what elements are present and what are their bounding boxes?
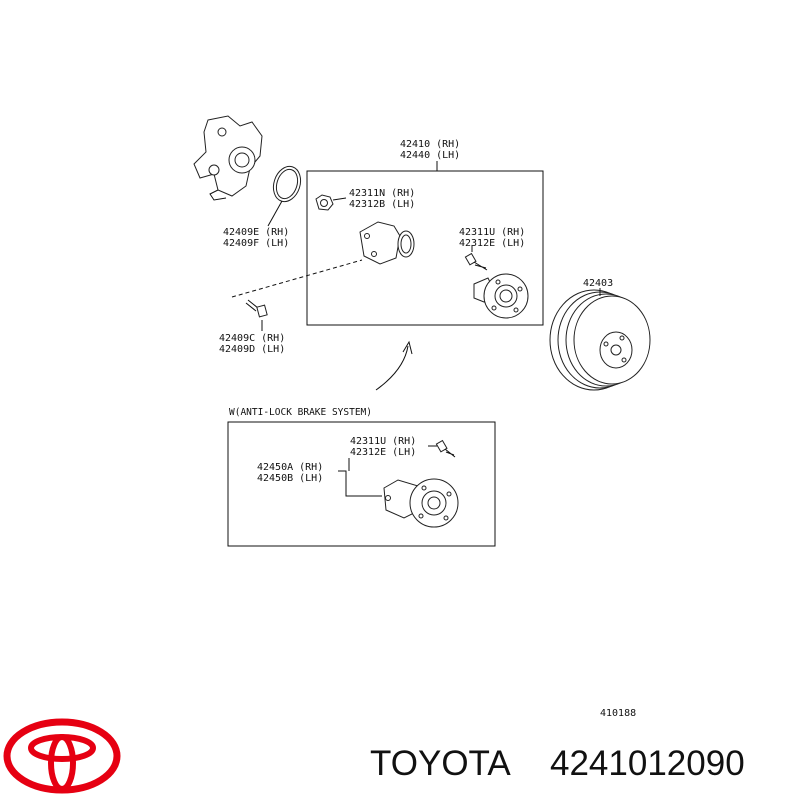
abs-hub-illustration [383, 478, 459, 528]
figure-code: 410188 [600, 708, 636, 719]
label-main-group-lh: 42440 (LH) [400, 150, 460, 161]
brand-name: TOYOTA [370, 744, 511, 783]
abs-title: W(ANTI-LOCK BRAKE SYSTEM) [229, 407, 372, 418]
part-number: 4241012090 [550, 744, 745, 783]
axle-hub-illustration [473, 273, 529, 319]
label-abs-bolt-lh: 42312E (LH) [350, 447, 416, 458]
main-group-box [306, 170, 544, 326]
leader-abs-hub [338, 470, 382, 497]
abs-bolt-illustration [435, 439, 456, 458]
label-main-group-rh: 42410 (RH) [400, 139, 460, 150]
label-abs-hub-rh: 42450A (RH) [257, 462, 323, 473]
arrow-icon [375, 340, 413, 391]
leader-nut [332, 197, 347, 201]
bolt-illustration [245, 299, 268, 318]
label-hub-bolt-lh: 42312E (LH) [459, 238, 525, 249]
nut-illustration [315, 194, 334, 211]
label-drum: 42403 [583, 278, 613, 289]
abs-group-box [227, 421, 496, 547]
leader-o-ring [267, 200, 283, 227]
toyota-logo-icon [3, 718, 121, 794]
label-nut-lh: 42312B (LH) [349, 199, 415, 210]
label-nut-rh: 42311N (RH) [349, 188, 415, 199]
label-abs-hub-lh: 42450B (LH) [257, 473, 323, 484]
label-o-ring-rh: 42409E (RH) [223, 227, 289, 238]
o-ring-illustration [272, 165, 302, 203]
hub-bearing-illustration [359, 221, 415, 265]
brake-drum-illustration [549, 289, 651, 391]
label-o-ring-lh: 42409F (LH) [223, 238, 289, 249]
label-abs-bolt-rh: 42311U (RH) [350, 436, 416, 447]
knuckle-illustration [193, 115, 263, 201]
dashed-connector [231, 259, 363, 298]
label-hub-bolt-rh: 42311U (RH) [459, 227, 525, 238]
label-bolt-lh: 42409D (LH) [219, 344, 285, 355]
label-bolt-rh: 42409C (RH) [219, 333, 285, 344]
hub-bolt-illustration [464, 252, 488, 271]
